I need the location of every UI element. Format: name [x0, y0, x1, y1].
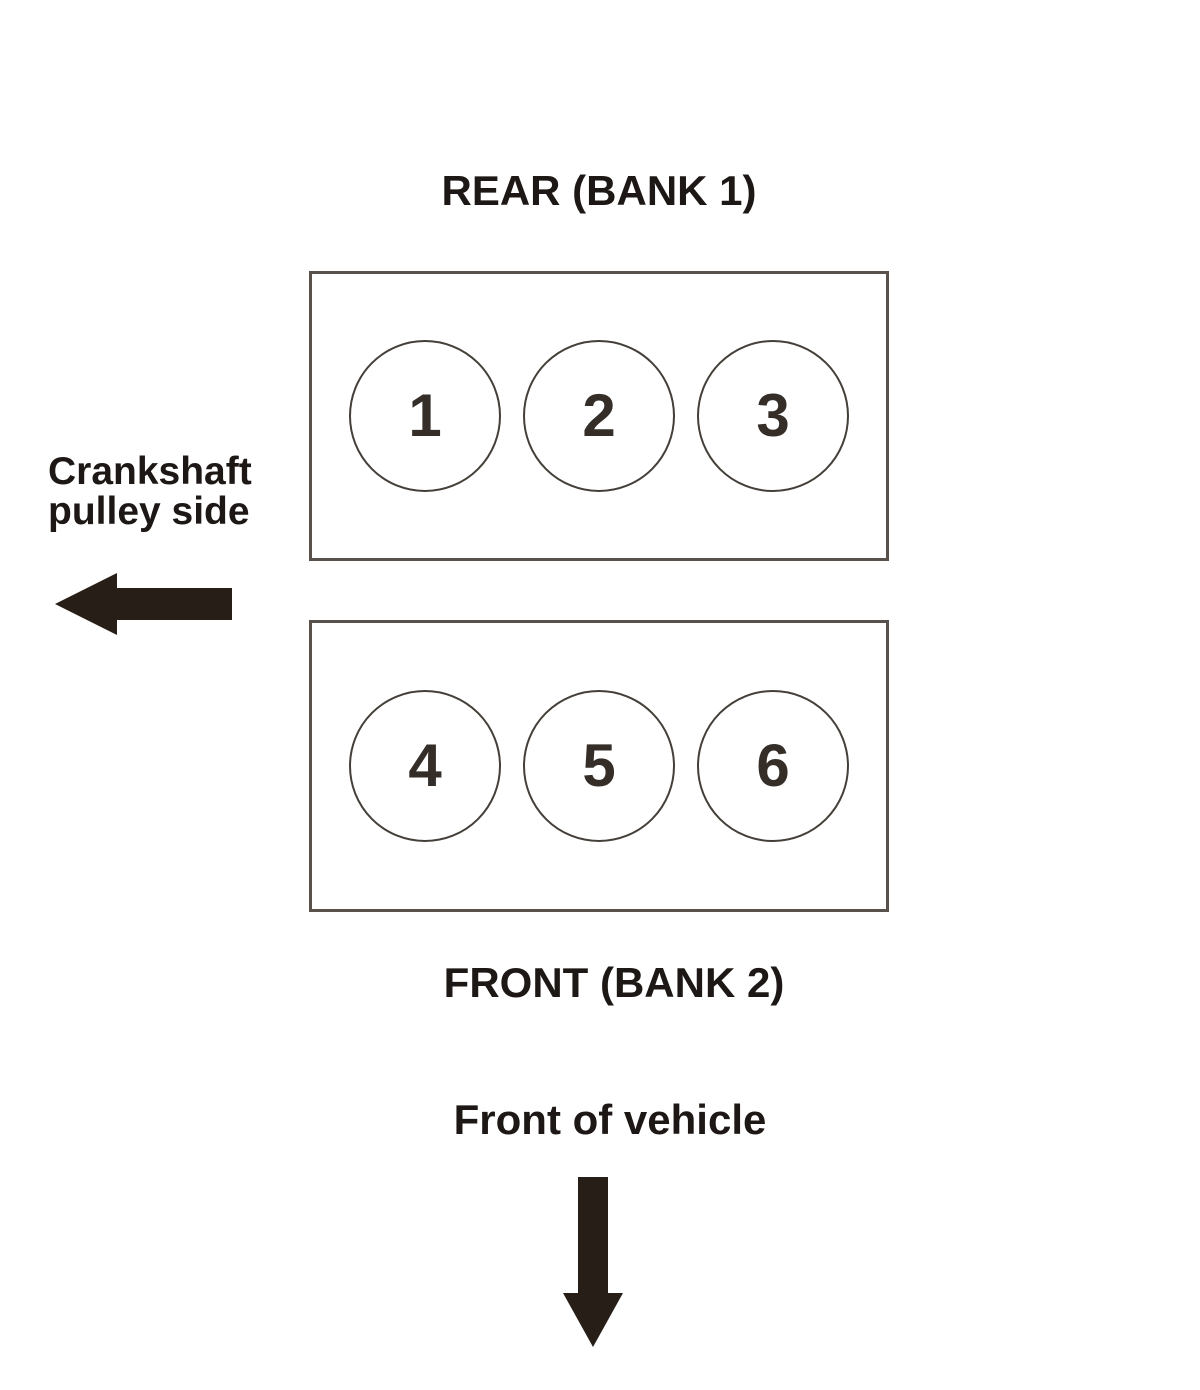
- bank1-box: 1 2 3: [309, 271, 889, 561]
- cylinder-number-1: 1: [408, 382, 442, 449]
- cylinder-circle-1: 1: [349, 340, 501, 492]
- front-bank-label: FRONT (BANK 2): [443, 959, 785, 1006]
- cylinder-number-6: 6: [756, 732, 790, 799]
- front-of-vehicle-label: Front of vehicle: [453, 1096, 767, 1143]
- cylinder-circle-3: 3: [697, 340, 849, 492]
- cylinder-number-4: 4: [408, 732, 442, 799]
- crankshaft-pulley-label: Crankshaft pulley side: [48, 452, 252, 532]
- cylinder-circle-6: 6: [697, 690, 849, 842]
- crankshaft-pulley-label-line1: Crankshaft: [48, 450, 252, 493]
- cylinder-circle-5: 5: [523, 690, 675, 842]
- left-arrow-head: [55, 573, 117, 635]
- cylinder-circle-2: 2: [523, 340, 675, 492]
- cylinder-number-3: 3: [756, 382, 790, 449]
- cylinder-number-2: 2: [582, 382, 616, 449]
- down-arrow-shaft: [578, 1177, 608, 1295]
- cylinder-circle-4: 4: [349, 690, 501, 842]
- rear-bank-label: REAR (BANK 1): [441, 167, 757, 214]
- left-arrow-icon: [55, 573, 232, 635]
- bank2-box: 4 5 6: [309, 620, 889, 912]
- left-arrow-shaft: [115, 588, 232, 620]
- crankshaft-pulley-label-line2: pulley side: [48, 490, 250, 533]
- cylinder-number-5: 5: [582, 732, 616, 799]
- down-arrow-head: [563, 1293, 623, 1347]
- down-arrow-icon: [563, 1177, 623, 1347]
